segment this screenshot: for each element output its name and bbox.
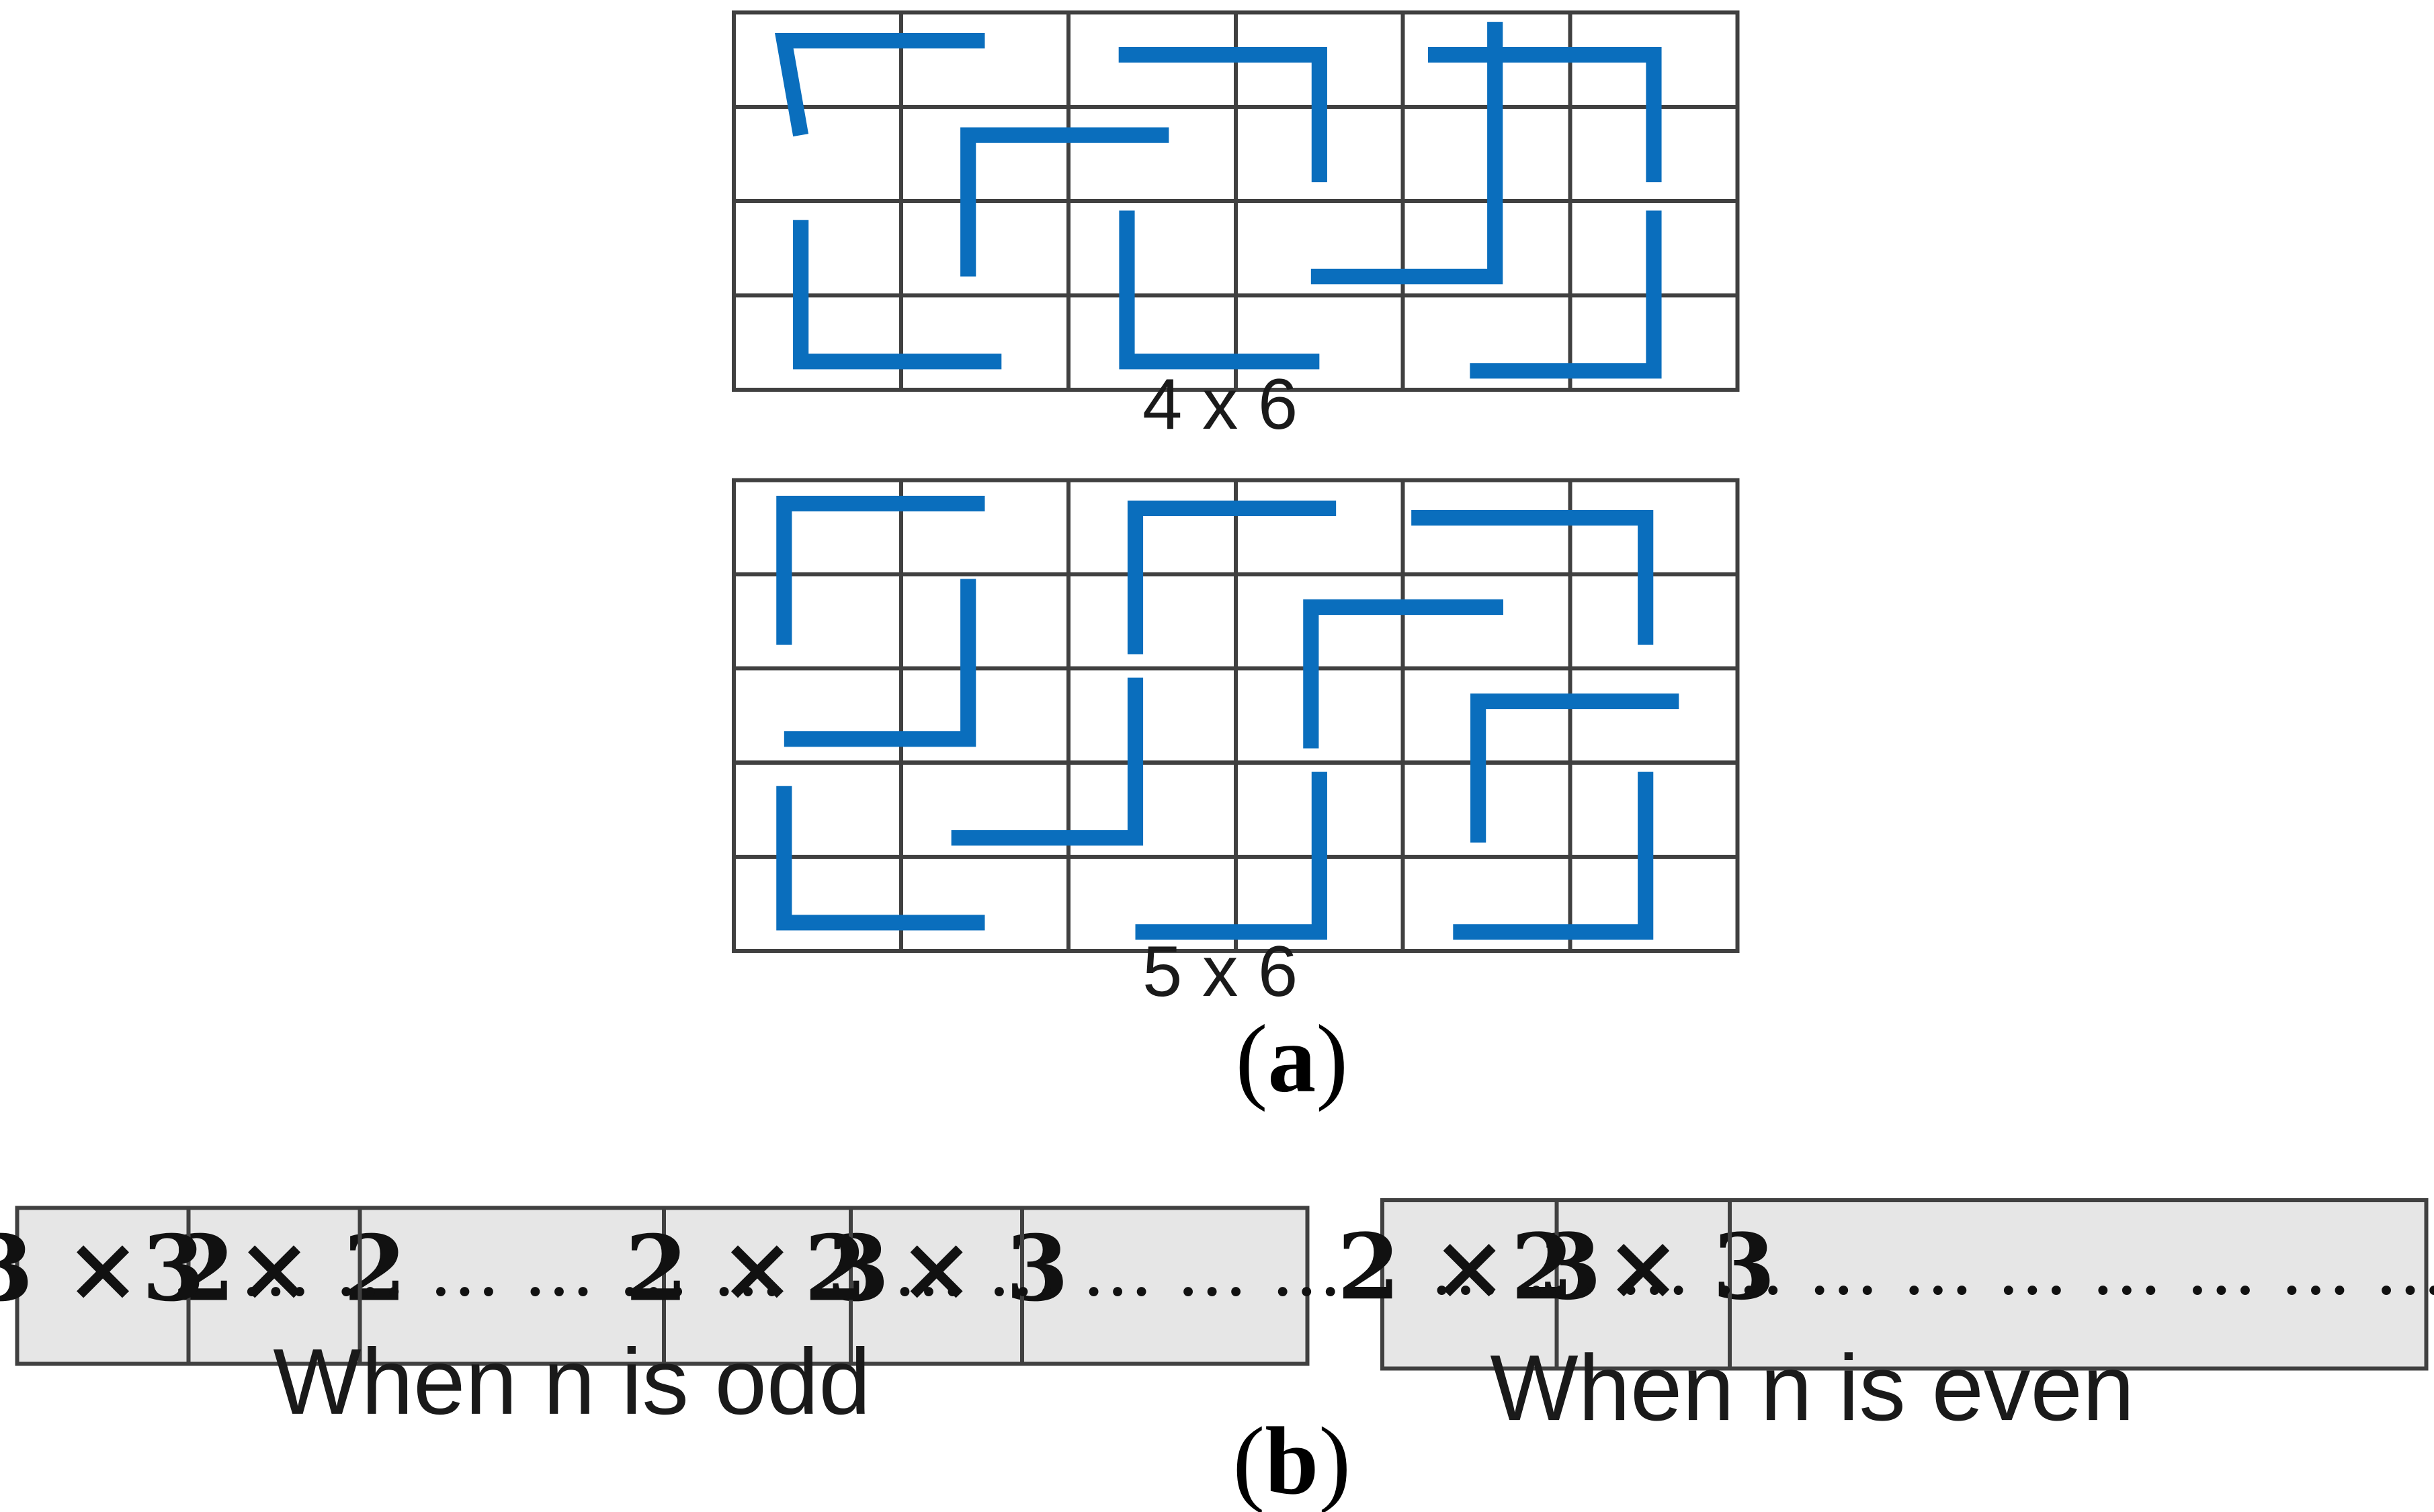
l-tromino-tile <box>775 32 985 137</box>
strip-odd: 3 × 23 × 2… … … … … …2 × 32 × 3… … … … …… <box>0 1206 1437 1366</box>
grid-5x6-caption: 5 x 6 <box>1142 931 1298 1011</box>
strip-ellipsis-label: … … … … … … <box>893 1230 1437 1313</box>
l-tromino-tile <box>1119 210 1320 370</box>
strip-odd-caption: When n is odd <box>273 1330 870 1434</box>
l-tromino-tile <box>1310 22 1503 285</box>
l-tromino-tile <box>1135 771 1327 940</box>
grid-4x6 <box>732 10 1740 392</box>
l-tromino-tile <box>1127 500 1337 655</box>
strip-ellipsis-label: … … … … … … … … … … … … … . . <box>1430 1228 2434 1311</box>
panel-a: 4 x 6 5 x 6 (a) <box>732 10 1740 1113</box>
l-tromino-tile <box>1303 599 1503 749</box>
panel-b-label: (b) <box>1232 1408 1351 1512</box>
l-tromino-tile <box>1427 47 1662 183</box>
strip-even: 2 × 32 × 3… … … … … … … … … … … … … . . <box>1337 1198 2434 1371</box>
panel-a-label: (a) <box>1235 1006 1348 1113</box>
l-tromino-tile <box>960 127 1169 277</box>
strip-block-label: 3 × 2 <box>142 1216 406 1322</box>
l-tromino-tile <box>1453 771 1654 940</box>
l-tromino-tile <box>1470 693 1679 843</box>
strip-block-label: 2 × 3 <box>804 1216 1068 1322</box>
strip-even-caption: When n is even <box>1490 1336 2134 1440</box>
panel-b: 3 × 23 × 2… … … … … …2 × 32 × 3… … … … …… <box>0 1198 2434 1512</box>
l-tromino-tile <box>951 677 1144 846</box>
l-tromino-tile <box>776 495 985 645</box>
grid-4x6-caption: 4 x 6 <box>1142 364 1298 444</box>
l-tromino-tile <box>1411 509 1654 645</box>
strip-block-label: 3 × 2 <box>0 1216 235 1322</box>
l-tromino-tile <box>1118 47 1327 183</box>
strip-block-label: 2 × 3 <box>625 1216 889 1322</box>
l-tromino-tile <box>776 786 985 931</box>
grid-5x6 <box>732 478 1740 953</box>
l-tromino-tile <box>1470 210 1662 379</box>
l-tromino-tile <box>784 579 976 747</box>
l-tromino-tile <box>793 220 1002 370</box>
strip-ellipsis-label: … … … … … … <box>240 1230 784 1313</box>
